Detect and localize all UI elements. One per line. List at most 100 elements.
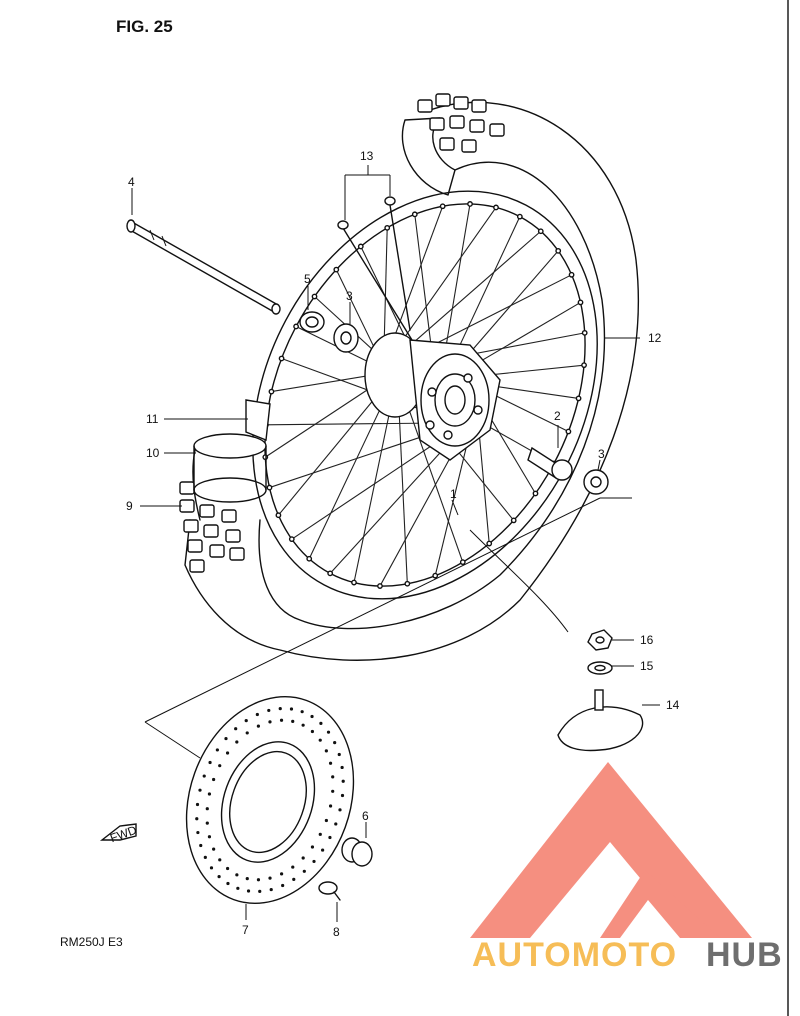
spoke-nipple bbox=[467, 201, 473, 207]
disc-hole bbox=[196, 830, 200, 835]
callout-4: 4 bbox=[128, 175, 135, 189]
disc-hole bbox=[310, 714, 314, 719]
disc-hole bbox=[195, 802, 200, 807]
spoke-nipple bbox=[357, 243, 364, 250]
spacer-5 bbox=[299, 311, 325, 333]
spoke bbox=[271, 374, 374, 393]
washer-15 bbox=[587, 661, 613, 675]
callout-1: 1 bbox=[450, 487, 457, 501]
callout-15: 15 bbox=[640, 659, 654, 673]
disc-hole bbox=[292, 877, 296, 881]
disc-hole bbox=[291, 719, 295, 723]
callout-2: 2 bbox=[554, 409, 561, 423]
callout-11: 11 bbox=[146, 412, 159, 426]
callout-labels: 1 2 3 3 4 5 6 7 8 9 10 11 12 13 14 15 16 bbox=[126, 149, 680, 939]
disc-hole bbox=[246, 889, 251, 893]
disc-hole bbox=[333, 741, 337, 745]
spoke-nipple bbox=[275, 512, 282, 519]
disc-hole bbox=[328, 804, 333, 808]
disc-hole bbox=[245, 877, 249, 881]
axle bbox=[126, 219, 281, 315]
spoke bbox=[269, 427, 448, 489]
disc-hole bbox=[205, 821, 209, 825]
spoke-nipple bbox=[581, 362, 587, 369]
disc-hole bbox=[268, 720, 272, 724]
callout-3-right: 3 bbox=[598, 447, 605, 461]
disc-hole bbox=[319, 721, 323, 725]
disc-hole bbox=[218, 858, 222, 862]
callout-6: 6 bbox=[362, 809, 369, 823]
callout-7: 7 bbox=[242, 923, 249, 937]
disc-hole bbox=[217, 875, 221, 879]
disc-hole bbox=[301, 723, 305, 727]
spoke-nipple bbox=[581, 329, 588, 336]
spoke bbox=[383, 227, 388, 350]
disc-hole bbox=[234, 727, 238, 731]
spoke-nipple bbox=[404, 580, 411, 587]
disc-hole bbox=[337, 752, 341, 757]
disc-hole bbox=[302, 869, 306, 873]
fwd-label: FWD bbox=[108, 823, 139, 846]
spoke bbox=[353, 404, 392, 583]
disc-hole bbox=[199, 843, 203, 848]
callout-10: 10 bbox=[146, 446, 160, 460]
spoke-nipple bbox=[377, 583, 383, 589]
callout-9: 9 bbox=[126, 499, 133, 513]
callout-3-left: 3 bbox=[346, 289, 353, 303]
disc-hole bbox=[289, 707, 294, 711]
brake-disc bbox=[185, 696, 355, 904]
disc-hole bbox=[310, 845, 315, 849]
spoke bbox=[405, 400, 464, 563]
spoke-nipple bbox=[351, 579, 357, 586]
leader-lines bbox=[131, 165, 660, 922]
disc-hole bbox=[224, 736, 228, 741]
disc-hole bbox=[205, 807, 209, 811]
spoke-nipple bbox=[510, 517, 517, 524]
callout-8: 8 bbox=[333, 925, 340, 939]
disc-hole bbox=[341, 779, 345, 783]
disc-hole bbox=[321, 848, 325, 852]
spoke-nipple bbox=[493, 204, 499, 211]
disc-hole bbox=[331, 789, 335, 793]
disc-hole bbox=[198, 788, 202, 792]
disc-hole bbox=[207, 792, 212, 796]
spoke-nipple bbox=[532, 490, 539, 497]
spoke-nipple bbox=[262, 454, 269, 461]
spoke bbox=[277, 393, 379, 516]
disc-hole bbox=[209, 866, 214, 870]
disc-hole bbox=[328, 835, 332, 840]
callout-14: 14 bbox=[666, 698, 680, 712]
spoke-nipple bbox=[333, 266, 340, 273]
spacer-2 bbox=[527, 446, 573, 481]
disc-hole bbox=[218, 764, 222, 768]
spoke-nipple bbox=[565, 428, 572, 435]
spoke-nipple bbox=[384, 224, 391, 231]
spoke-nipples bbox=[337, 196, 413, 341]
spoke bbox=[265, 422, 441, 426]
spoke-nipple bbox=[486, 540, 493, 547]
disc-hole bbox=[312, 859, 316, 864]
spoke-nipple bbox=[306, 555, 313, 562]
spoke-nipple bbox=[266, 484, 273, 491]
spoke-nipple bbox=[537, 228, 544, 235]
disc-hole bbox=[328, 761, 333, 765]
disc-hole bbox=[256, 878, 261, 882]
disc-hole bbox=[310, 729, 315, 734]
disc-hole bbox=[268, 876, 272, 880]
disc-hole bbox=[244, 719, 248, 723]
disc-hole bbox=[225, 866, 230, 871]
disc-holes bbox=[195, 706, 345, 894]
disc-hole bbox=[326, 730, 331, 734]
fwd-arrow-icon: FWD bbox=[99, 823, 139, 846]
disc-hole bbox=[278, 706, 282, 711]
disc-hole bbox=[236, 886, 240, 890]
disc-hole bbox=[338, 808, 342, 812]
disc-hole bbox=[267, 708, 271, 713]
spoke bbox=[390, 206, 444, 346]
spoke-nipple bbox=[432, 572, 439, 579]
callout-16: 16 bbox=[640, 633, 654, 647]
disc-hole bbox=[208, 760, 212, 765]
disc-hole bbox=[235, 740, 239, 744]
logo-text-automoto: AUTOMOTO bbox=[472, 936, 677, 974]
logo-text-hub: HUB bbox=[706, 936, 783, 974]
